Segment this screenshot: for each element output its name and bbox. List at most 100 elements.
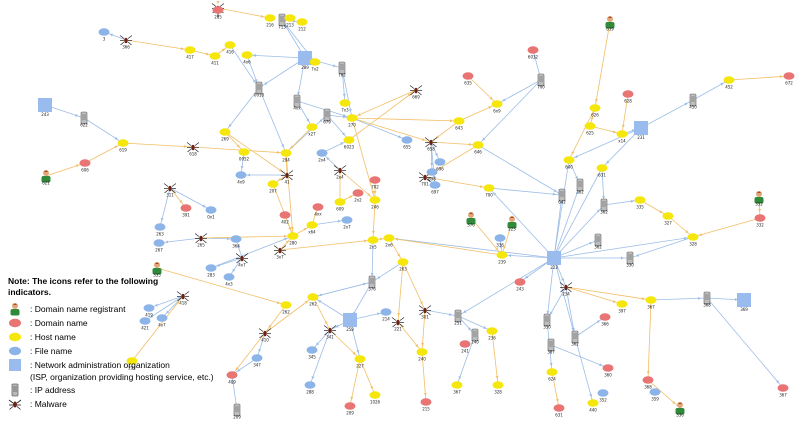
file-node[interactable]: 267 [153, 239, 165, 253]
domain-node[interactable]: 635 [462, 72, 474, 86]
domain-node[interactable]: 672 [783, 72, 795, 86]
ip-node[interactable]: 350 [543, 313, 551, 330]
ip-node[interactable]: 330 [626, 251, 634, 268]
file-node[interactable]: 345 [306, 346, 318, 360]
registrant-node[interactable]: 376 [466, 212, 476, 228]
file-node[interactable]: 336 [494, 234, 506, 248]
domain-node[interactable]: 243 [514, 278, 526, 292]
ip-node[interactable]: 762 [338, 61, 346, 78]
file-node[interactable]: 364 [230, 235, 242, 249]
host-node[interactable]: 262 [280, 301, 292, 315]
file-node[interactable]: 352 [597, 389, 609, 403]
file-node[interactable]: 419 [143, 304, 155, 318]
organization-node[interactable]: 223 [547, 251, 561, 270]
ip-node[interactable]: 362 [600, 198, 608, 215]
file-node[interactable]: 4x9 [235, 171, 247, 185]
host-node[interactable]: 239 [496, 251, 508, 265]
host-node[interactable]: 328 [687, 233, 699, 247]
malware-node[interactable]: 658 [424, 137, 438, 152]
host-node[interactable]: 327 [662, 212, 674, 226]
domain-node[interactable]: 366 [599, 313, 611, 327]
domain-node[interactable]: 702 [369, 176, 381, 190]
host-node[interactable]: 6x9 [491, 100, 503, 114]
host-node[interactable]: 0052 [238, 148, 250, 162]
host-node[interactable]: 207 [267, 180, 279, 194]
file-node[interactable]: 288 [304, 381, 316, 395]
host-node[interactable]: 262 [307, 293, 319, 307]
file-node[interactable]: 2x4 [316, 149, 328, 163]
host-node[interactable]: 240 [416, 348, 428, 362]
ip-node[interactable]: 679 [323, 108, 331, 125]
host-node[interactable]: 280 [287, 232, 299, 246]
malware-node[interactable]: 41 [280, 170, 294, 185]
domain-node[interactable]: 209 [344, 402, 356, 416]
host-node[interactable]: 212 [296, 18, 308, 32]
ip-node[interactable]: 240 [471, 328, 479, 345]
domain-node[interactable]: 215 [420, 398, 432, 412]
host-node[interactable]: 367 [451, 381, 463, 395]
host-node[interactable]: 271 [126, 357, 138, 371]
organization-node[interactable]: 231 [634, 121, 648, 140]
host-node[interactable]: 227 [354, 355, 366, 369]
host-node[interactable]: 216 [264, 14, 276, 28]
malware-node[interactable]: 221 [391, 317, 405, 332]
registrant-node[interactable]: 639 [605, 16, 615, 32]
domain-node[interactable]: 391 [180, 204, 192, 218]
domain-node[interactable]: 367 [777, 384, 789, 398]
domain-node[interactable]: 628 [622, 90, 634, 104]
file-node[interactable]: 421 [139, 317, 151, 331]
host-node[interactable]: 335 [634, 196, 646, 210]
host-node[interactable]: 236 [486, 327, 498, 341]
domain-node[interactable]: 241 [459, 340, 471, 354]
ip-node[interactable]: 368 [703, 291, 711, 308]
malware-node[interactable]: 366 [119, 35, 133, 50]
malware-node[interactable]: 618 [186, 142, 200, 157]
ip-node[interactable]: 450 [689, 93, 697, 110]
registrant-node[interactable]: 336 [675, 402, 685, 418]
domain-node[interactable]: 332 [754, 214, 766, 228]
host-node[interactable]: 6023 [343, 136, 355, 150]
host-node[interactable]: 646 [472, 141, 484, 155]
malware-node[interactable]: 265 [194, 233, 208, 248]
domain-node[interactable]: 409 [226, 371, 238, 385]
malware-node[interactable]: 410 [258, 328, 272, 343]
organization-node[interactable]: 369 [737, 293, 751, 312]
ip-node[interactable]: 209 [233, 403, 241, 420]
host-node[interactable]: 2x6 [383, 234, 395, 248]
file-node[interactable]: 347 [251, 354, 263, 368]
ip-node[interactable]: 251 [454, 309, 462, 326]
file-node[interactable]: 214 [380, 308, 392, 322]
file-node[interactable]: 0x1 [205, 206, 217, 220]
malware-node[interactable]: 341 [323, 325, 337, 340]
host-node[interactable]: 700 [483, 184, 495, 198]
domain-node[interactable]: 6032 [527, 46, 539, 60]
file-node[interactable]: 4x7 [156, 314, 168, 328]
registrant-node[interactable]: 332 [754, 191, 764, 207]
ip-node[interactable]: 387 [547, 338, 555, 355]
host-node[interactable]: x27 [306, 123, 318, 137]
ip-node[interactable]: 4xx [293, 94, 301, 111]
malware-node[interactable]: 311 [163, 183, 177, 198]
host-node[interactable]: 213 [284, 14, 296, 28]
file-node[interactable]: 696 [434, 158, 446, 172]
file-node[interactable]: 263 [154, 223, 166, 237]
domain-node[interactable]: 402 [279, 211, 291, 225]
file-node[interactable]: 698 [426, 168, 438, 182]
file-node[interactable]: 4x3 [223, 273, 235, 287]
malware-node[interactable]: 4x7 [235, 253, 249, 268]
file-node[interactable]: 283 [205, 264, 217, 278]
file-node[interactable]: 359 [649, 388, 661, 402]
host-node[interactable]: 416 [224, 41, 236, 55]
file-node[interactable]: 697 [429, 181, 441, 195]
host-node[interactable]: 1026 [369, 391, 381, 405]
host-node[interactable]: 367 [645, 296, 657, 310]
file-node[interactable]: 2x7 [341, 216, 353, 230]
ip-node[interactable]: 622 [80, 111, 88, 128]
host-node[interactable]: 397 [616, 300, 628, 314]
host-node[interactable]: 640 [563, 156, 575, 170]
host-node[interactable]: 270 [346, 114, 358, 128]
host-node[interactable]: 4x6 [241, 51, 253, 65]
file-node[interactable]: 655 [401, 136, 413, 150]
host-node[interactable]: x14 [616, 130, 628, 144]
registrant-node[interactable]: 335 [152, 262, 162, 278]
